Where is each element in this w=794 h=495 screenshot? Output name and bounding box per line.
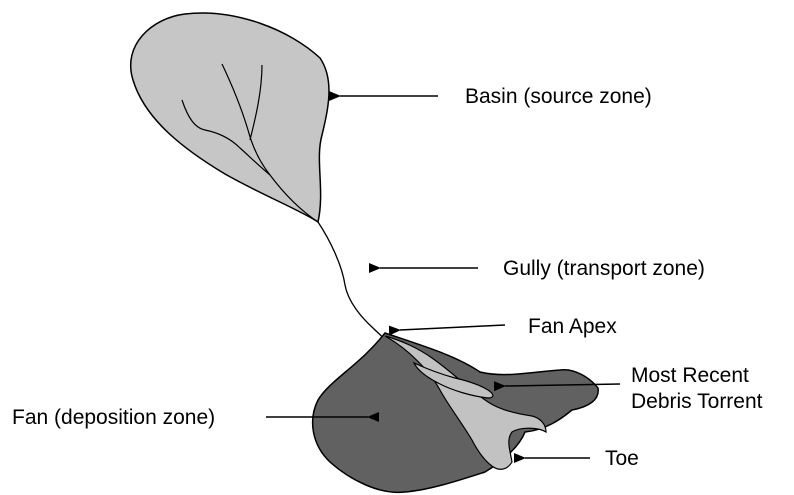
toe-label: Toe [605,448,639,469]
fan-apex-arrow [400,325,505,330]
most-recent-label-line2: Debris Torrent [631,389,763,415]
basin-shape [131,13,329,222]
fan-apex-label: Fan Apex [528,316,617,337]
most-recent-label-line1: Most Recent [631,363,763,389]
gully-channel [318,222,385,340]
most-recent-debris-torrent-label: Most Recent Debris Torrent [631,363,763,415]
basin-label: Basin (source zone) [465,86,652,107]
gully-label: Gully (transport zone) [503,258,705,279]
fan-label: Fan (deposition zone) [12,407,215,428]
